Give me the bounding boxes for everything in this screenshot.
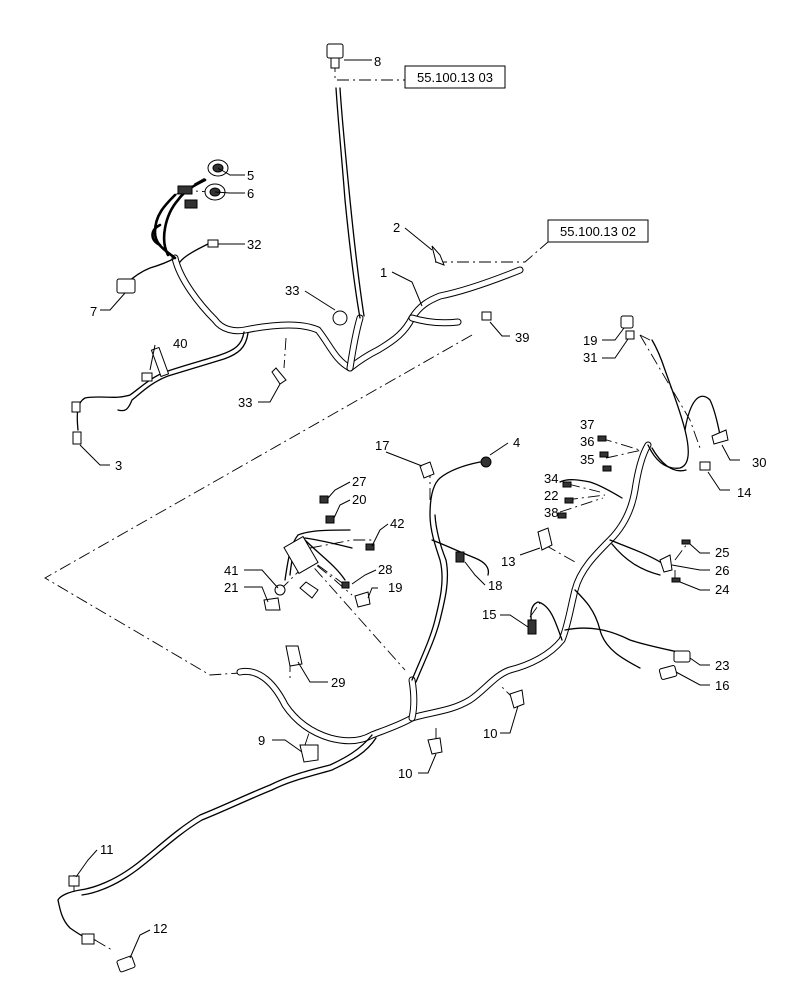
callout-29: 29 [331,675,345,690]
callout-26: 26 [715,563,729,578]
callout-32: 32 [247,237,261,252]
reference-box-right: 55.100.13 02 [547,219,649,243]
callout-22: 22 [544,488,558,503]
leader-lines [75,59,740,959]
callout-25: 25 [715,545,729,560]
callout-19-top: 19 [583,333,597,348]
callout-8: 8 [374,54,381,69]
callout-5: 5 [247,168,254,183]
callout-33a: 33 [285,283,299,298]
callout-9: 9 [258,733,265,748]
callout-13: 13 [501,554,515,569]
callout-6: 6 [247,186,254,201]
callout-35: 35 [580,452,594,467]
callout-labels: 8 5 6 2 32 1 33 7 39 19 40 31 33 37 17 4… [90,54,766,936]
callout-38: 38 [544,505,558,520]
callout-14: 14 [737,485,751,500]
callout-11: 11 [100,842,114,857]
callout-15: 15 [482,607,496,622]
callout-3: 3 [115,458,122,473]
callout-41: 41 [224,563,238,578]
callout-39: 39 [515,330,529,345]
callout-33b: 33 [238,395,252,410]
callout-10-right: 10 [483,726,497,741]
module-bracket [283,529,353,599]
callout-7: 7 [90,304,97,319]
callout-19-mid: 19 [388,580,402,595]
callout-40: 40 [173,336,187,351]
reference-box-upper: 55.100.13 03 [404,65,506,89]
callout-16: 16 [715,678,729,693]
callout-42: 42 [390,516,404,531]
callout-30: 30 [752,455,766,470]
callout-17: 17 [375,438,389,453]
callout-23: 23 [715,658,729,673]
callout-37: 37 [580,417,594,432]
lower-harness [57,339,721,941]
callout-28: 28 [378,562,392,577]
ref-label-right: 55.100.13 02 [560,224,636,239]
callout-24: 24 [715,582,729,597]
relation-lines [44,60,701,951]
callout-21: 21 [224,580,238,595]
ref-label-upper: 55.100.13 03 [417,70,493,85]
callout-18: 18 [488,578,502,593]
callout-1: 1 [380,265,387,280]
callout-31: 31 [583,350,597,365]
callout-36: 36 [580,434,594,449]
callout-34: 34 [544,471,558,486]
callout-10-left: 10 [398,766,412,781]
parts [68,43,729,973]
callout-27: 27 [352,474,366,489]
callout-12: 12 [153,921,167,936]
callout-4: 4 [513,435,520,450]
callout-2: 2 [393,220,400,235]
callout-20: 20 [352,492,366,507]
